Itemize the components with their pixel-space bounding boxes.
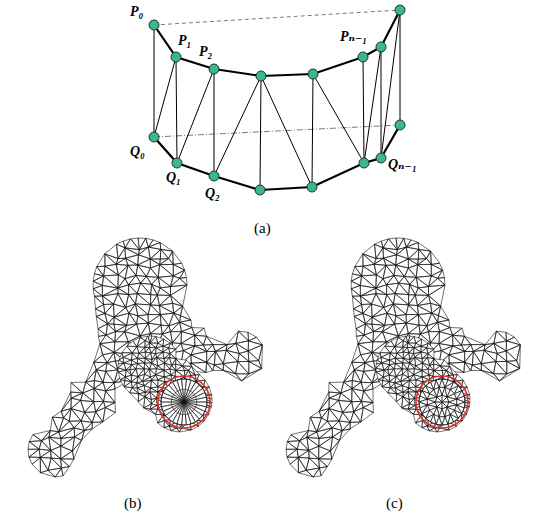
triangulation-edge [363, 57, 364, 163]
vertex-dot [255, 185, 265, 195]
cap-mesh [419, 379, 465, 425]
panel-label: (c) [386, 495, 403, 512]
triangulation-edge [176, 57, 177, 163]
vertex-dot [395, 5, 405, 15]
point-label: Q₁ [166, 170, 181, 185]
point-label: Q₀ [130, 144, 145, 159]
triangulation-edge [260, 76, 261, 190]
vertex-dot [209, 64, 219, 74]
vertex-dot [149, 20, 159, 30]
strip-triangulation [149, 5, 405, 195]
triangulation-edge [364, 47, 381, 163]
body-mesh [28, 238, 262, 477]
cap-ground [419, 379, 465, 425]
cap-ground [161, 379, 207, 425]
highlight-circle [158, 376, 210, 428]
triangulation-edge [154, 57, 176, 137]
cylinder-mesh [118, 336, 212, 432]
point-label: P₀ [130, 4, 143, 19]
mesh-model [286, 238, 520, 477]
triangulation-edge [381, 10, 400, 158]
vertex-dot [376, 153, 386, 163]
panel-label: (a) [254, 220, 271, 237]
point-label: P₁ [178, 33, 191, 48]
cap-mesh [161, 379, 207, 425]
body-mesh [286, 238, 520, 477]
point-label: Pₙ₋₁ [340, 29, 367, 44]
triangulation-edge [313, 74, 364, 163]
vertex-dot [172, 158, 182, 168]
vertex-dot [171, 52, 181, 62]
point-label: Qₙ₋₁ [388, 157, 417, 172]
point-label: P₂ [199, 44, 212, 59]
vertex-dot [149, 132, 159, 142]
vertex-dot [307, 182, 317, 192]
triangulation-edge [312, 74, 313, 187]
triangulation-edge [154, 25, 155, 137]
vertex-dot [359, 158, 369, 168]
triangulation-edge [381, 47, 382, 158]
highlight-circle [416, 376, 468, 428]
point-label: Q₂ [205, 186, 220, 201]
triangulation-edge [214, 69, 215, 176]
triangulation-edge [177, 69, 214, 163]
panel-label: (b) [124, 495, 142, 512]
cylinder-mesh [376, 336, 470, 432]
vertex-dot [308, 69, 318, 79]
triangulation-edge [214, 76, 261, 176]
triangulation-edge [400, 10, 401, 125]
dashed-chord [154, 10, 400, 25]
vertex-dot [358, 52, 368, 62]
vertex-dot [256, 71, 266, 81]
mesh-model [28, 238, 262, 477]
vertex-dot [209, 171, 219, 181]
vertex-dot [376, 42, 386, 52]
vertex-dot [395, 120, 405, 130]
contour-polyline [154, 125, 400, 190]
triangulation-edge [261, 76, 312, 187]
contour-polyline [154, 10, 400, 76]
